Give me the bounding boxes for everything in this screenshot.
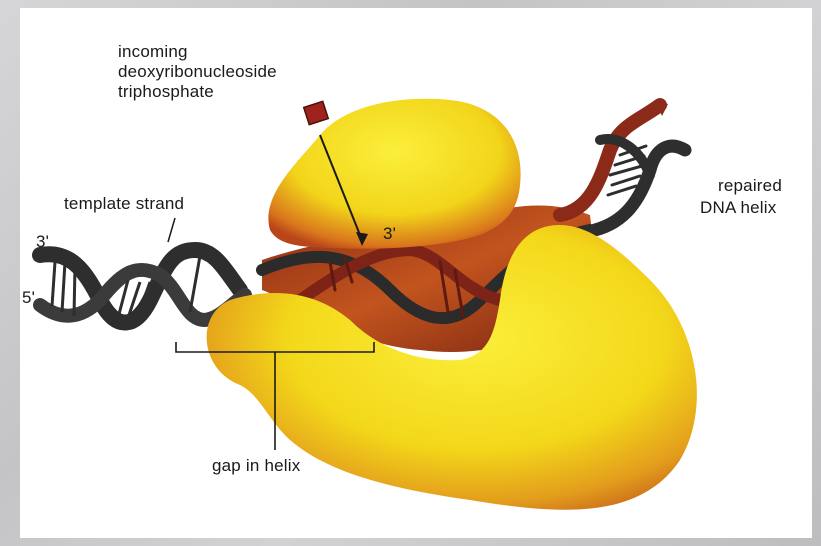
template-strand-helix — [40, 250, 245, 323]
gap-label: gap in helix — [212, 456, 300, 476]
incoming-label-line2: deoxyribonucleoside — [118, 62, 277, 82]
incoming-nucleotide — [304, 101, 329, 124]
incoming-label-line3: triphosphate — [118, 82, 214, 102]
repaired-label-line1: repaired — [718, 176, 782, 196]
left-3prime-end-label: 3' — [36, 232, 49, 252]
repaired-dna-helix — [560, 100, 685, 230]
left-5prime-end-label: 5' — [22, 288, 35, 308]
center-3prime-end-label: 3' — [383, 224, 396, 244]
incoming-label-line1: incoming — [118, 42, 188, 62]
template-strand-label: template strand — [64, 194, 184, 214]
repaired-label-line2: DNA helix — [700, 198, 776, 218]
template-strand-leader — [168, 218, 175, 242]
